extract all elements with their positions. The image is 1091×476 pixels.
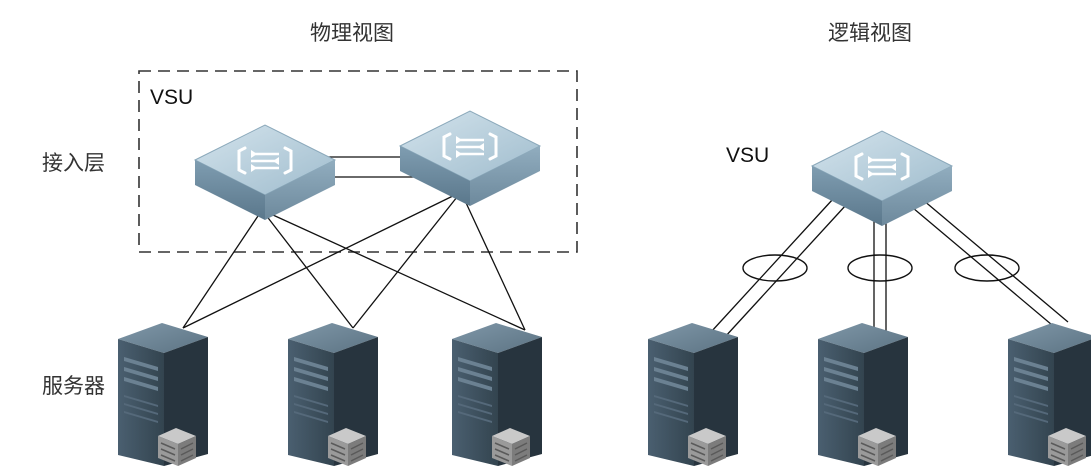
physical-vsu-label: VSU xyxy=(150,86,193,109)
aggregation-ellipse xyxy=(954,254,1020,282)
physical-view-title: 物理视图 xyxy=(310,21,394,45)
aggregation-ellipse xyxy=(742,254,808,282)
vsu-dashed-boundary xyxy=(138,70,578,253)
server-icon xyxy=(817,322,909,467)
access-layer-label: 接入层 xyxy=(42,151,105,175)
server-icon xyxy=(1007,322,1091,467)
link-sw1-srv1 xyxy=(182,209,263,329)
link-sw2-srv3 xyxy=(460,191,526,331)
server-layer-label: 服务器 xyxy=(42,374,105,398)
switch-icon xyxy=(810,129,954,228)
link-sw2-srv2 xyxy=(352,191,462,329)
link-sw1-srv2 xyxy=(261,209,354,329)
logical-view-title: 逻辑视图 xyxy=(828,21,912,45)
switch-icon xyxy=(398,109,542,208)
server-icon xyxy=(647,322,739,467)
aggregation-ellipse xyxy=(847,254,913,282)
aggregation-ellipses xyxy=(742,254,1020,282)
link-sw1-srv3 xyxy=(261,209,526,331)
logical-vsu-label: VSU xyxy=(726,144,769,167)
server-icon xyxy=(287,322,379,467)
server-icon xyxy=(451,322,543,467)
server-icon xyxy=(117,322,209,467)
switch-icon xyxy=(193,123,337,222)
logical-aggregated-links xyxy=(710,198,1069,339)
link-sw2-srv1 xyxy=(182,191,462,329)
physical-uplinks xyxy=(182,191,526,331)
